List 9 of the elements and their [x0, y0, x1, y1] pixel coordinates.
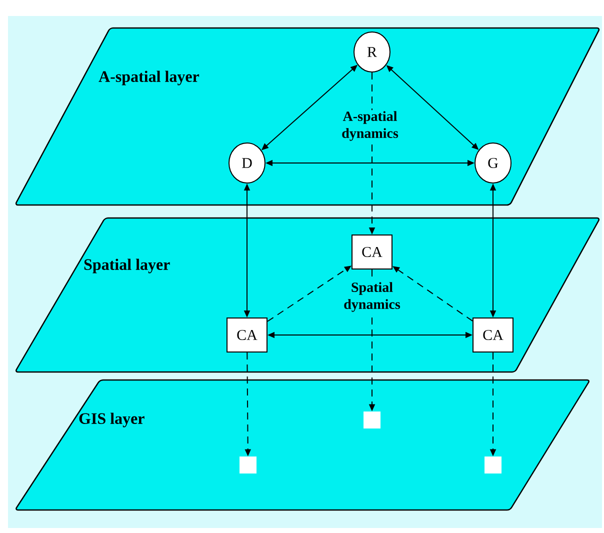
- ca-box: CA: [472, 318, 514, 352]
- dynamics-label: Spatial dynamics: [331, 281, 413, 313]
- gis-cell: [364, 412, 380, 428]
- gis-cell: [240, 456, 256, 474]
- ca-box: CA: [352, 234, 392, 270]
- dynamics-label: A-spatial dynamics: [329, 110, 411, 142]
- layer-band: GIS layer: [16, 379, 590, 511]
- gis-cell: [484, 456, 502, 474]
- ca-box: CA: [226, 318, 268, 352]
